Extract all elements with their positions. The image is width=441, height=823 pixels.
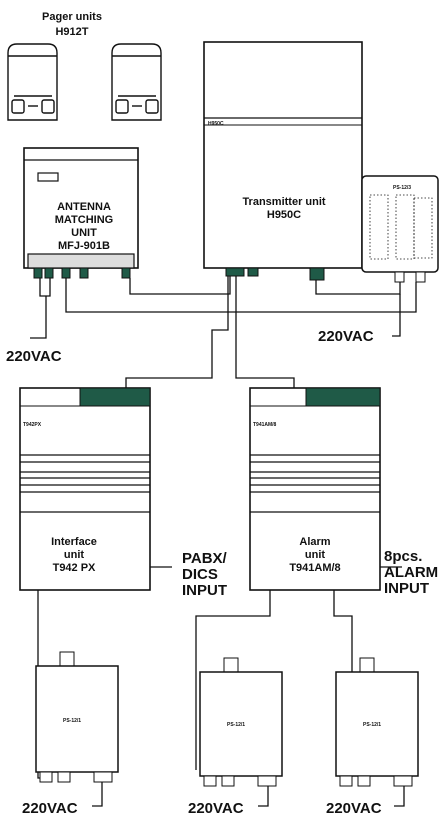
ps-mid-power-label: 220VAC bbox=[188, 800, 244, 817]
wiring-bottom-power bbox=[92, 782, 405, 807]
alarm-input-label-1: 8pcs. bbox=[384, 548, 422, 565]
antenna-unit-label-1: ANTENNA bbox=[57, 201, 111, 213]
interface-model: T942 PX bbox=[53, 562, 96, 574]
ps-left-power-label: 220VAC bbox=[22, 800, 78, 817]
alarm-input-label-3: INPUT bbox=[384, 580, 429, 597]
alarm-input-label-2: ALARM bbox=[384, 564, 438, 581]
transmitter-model: H950C bbox=[267, 209, 301, 221]
power-supply-bottom-right bbox=[335, 657, 419, 787]
alarm-unit bbox=[249, 387, 381, 591]
pager-unit-left bbox=[7, 43, 58, 121]
antenna-unit-model: MFJ-901B bbox=[58, 240, 110, 252]
power-supply-top bbox=[361, 175, 439, 283]
pabx-input-label-2: DICS bbox=[182, 566, 218, 583]
ps-bottom-mid-label: PS-12/1 bbox=[227, 722, 245, 728]
ps-top-label: PS-12/3 bbox=[393, 185, 411, 191]
pabx-input-label-3: INPUT bbox=[182, 582, 227, 599]
ps-top-power-label: 220VAC bbox=[318, 328, 374, 345]
pager-unit-right bbox=[111, 43, 162, 121]
transmitter-label: Transmitter unit bbox=[242, 196, 325, 208]
antenna-power-label: 220VAC bbox=[6, 348, 62, 365]
power-supply-bottom-mid bbox=[199, 657, 283, 787]
interface-badge: T942PX bbox=[23, 422, 42, 428]
transmitter-unit bbox=[203, 41, 363, 281]
antenna-unit-label-2: MATCHING bbox=[55, 214, 113, 226]
interface-label-1: Interface bbox=[51, 536, 97, 548]
alarm-label-1: Alarm bbox=[299, 536, 330, 548]
pager-units-title: Pager units bbox=[42, 11, 102, 23]
ps-right-power-label: 220VAC bbox=[326, 800, 382, 817]
pager-units-model: H912T bbox=[55, 26, 88, 38]
ps-bottom-left-label: PS-12/1 bbox=[63, 718, 81, 724]
alarm-label-2: unit bbox=[305, 549, 325, 561]
alarm-model: T941AM/8 bbox=[289, 562, 340, 574]
ps-bottom-right-label: PS-12/1 bbox=[363, 722, 381, 728]
alarm-badge: T941AM/8 bbox=[253, 422, 277, 428]
interface-unit bbox=[19, 387, 151, 591]
pabx-input-label-1: PABX/ bbox=[182, 550, 228, 567]
wiring-top bbox=[30, 276, 417, 339]
antenna-matching-unit bbox=[23, 147, 139, 279]
transmitter-badge: H950C bbox=[208, 121, 224, 127]
interface-label-2: unit bbox=[64, 549, 84, 561]
power-supply-bottom-left bbox=[35, 651, 119, 783]
wiring-trunk bbox=[125, 276, 295, 388]
antenna-unit-label-3: UNIT bbox=[71, 227, 97, 239]
